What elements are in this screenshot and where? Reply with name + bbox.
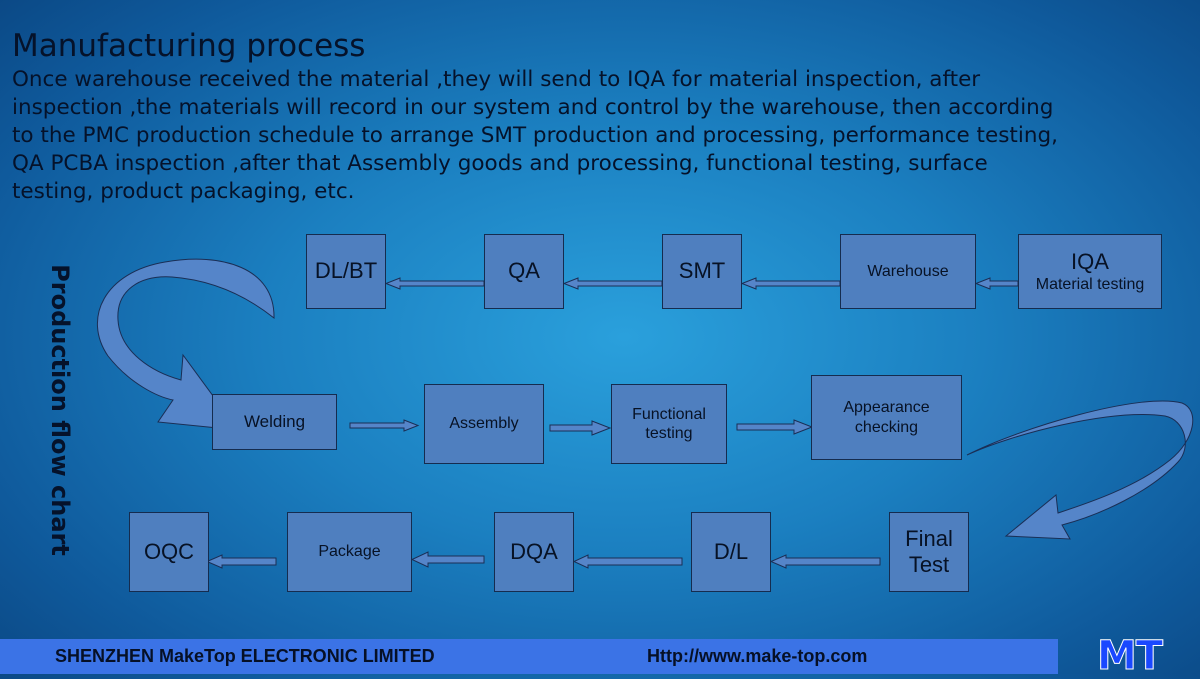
arrow-package-to-oqc — [205, 554, 277, 569]
node-smt-label: SMT — [678, 258, 726, 284]
arrow-welding-to-assembly — [349, 419, 420, 432]
intro-paragraph: Once warehouse received the material ,th… — [12, 67, 1058, 204]
node-dl-label: D/L — [713, 538, 749, 564]
node-final-test: Final Test — [889, 512, 969, 592]
node-oqc-label: OQC — [143, 538, 195, 564]
node-dqa-label: DQA — [510, 538, 558, 564]
page-title: Manufacturing process — [12, 28, 366, 64]
node-oqc: OQC — [129, 512, 209, 592]
node-dqa: DQA — [494, 512, 574, 592]
arrow-dqa-to-package — [410, 551, 485, 568]
footer-bar: SHENZHEN MakeTop ELECTRONIC LIMITED Http… — [0, 639, 1058, 674]
node-welding-label: Welding — [243, 411, 306, 431]
node-welding: Welding — [212, 394, 337, 450]
side-title: Production flow chart — [46, 264, 74, 556]
node-qa: QA — [484, 234, 564, 309]
arrow-iqa-to-warehouse — [974, 277, 1019, 290]
arrow-final-to-dl — [769, 554, 881, 569]
node-package: Package — [287, 512, 412, 592]
node-assembly: Assembly — [424, 384, 544, 464]
node-functional-testing-label: Functional testing — [632, 405, 706, 442]
node-final-test-label: Final Test — [905, 525, 953, 577]
arrow-functional-to-appearance — [736, 419, 814, 435]
arrow-warehouse-to-smt — [740, 277, 841, 290]
node-smt: SMT — [662, 234, 742, 309]
node-appearance-checking: Appearance checking — [811, 375, 962, 460]
website-link[interactable]: Http://www.make-top.com — [647, 646, 868, 666]
node-warehouse-label: Warehouse — [867, 262, 949, 280]
node-assembly-label: Assembly — [449, 415, 519, 433]
node-package-label: Package — [318, 543, 381, 561]
mt-logo: MT — [1096, 633, 1163, 679]
node-dlbt-label: DL/BT — [314, 258, 378, 284]
node-functional-testing: Functional testing — [611, 384, 727, 464]
node-iqa-label: IQA — [1071, 248, 1109, 274]
company-name: SHENZHEN MakeTop ELECTRONIC LIMITED — [55, 646, 435, 666]
curved-arrow-right — [966, 400, 1194, 540]
arrow-qa-to-dlbt — [384, 277, 485, 290]
node-warehouse: Warehouse — [840, 234, 976, 309]
arrow-dl-to-dqa — [572, 554, 683, 569]
arrow-assembly-to-functional — [549, 420, 612, 436]
node-iqa-sublabel: Material testing — [1035, 276, 1145, 294]
node-iqa: IQA Material testing — [1018, 234, 1162, 309]
node-dlbt: DL/BT — [306, 234, 386, 309]
arrow-smt-to-qa — [562, 277, 663, 290]
node-dl: D/L — [691, 512, 771, 592]
node-appearance-checking-label: Appearance checking — [843, 399, 930, 436]
node-qa-label: QA — [508, 258, 540, 284]
